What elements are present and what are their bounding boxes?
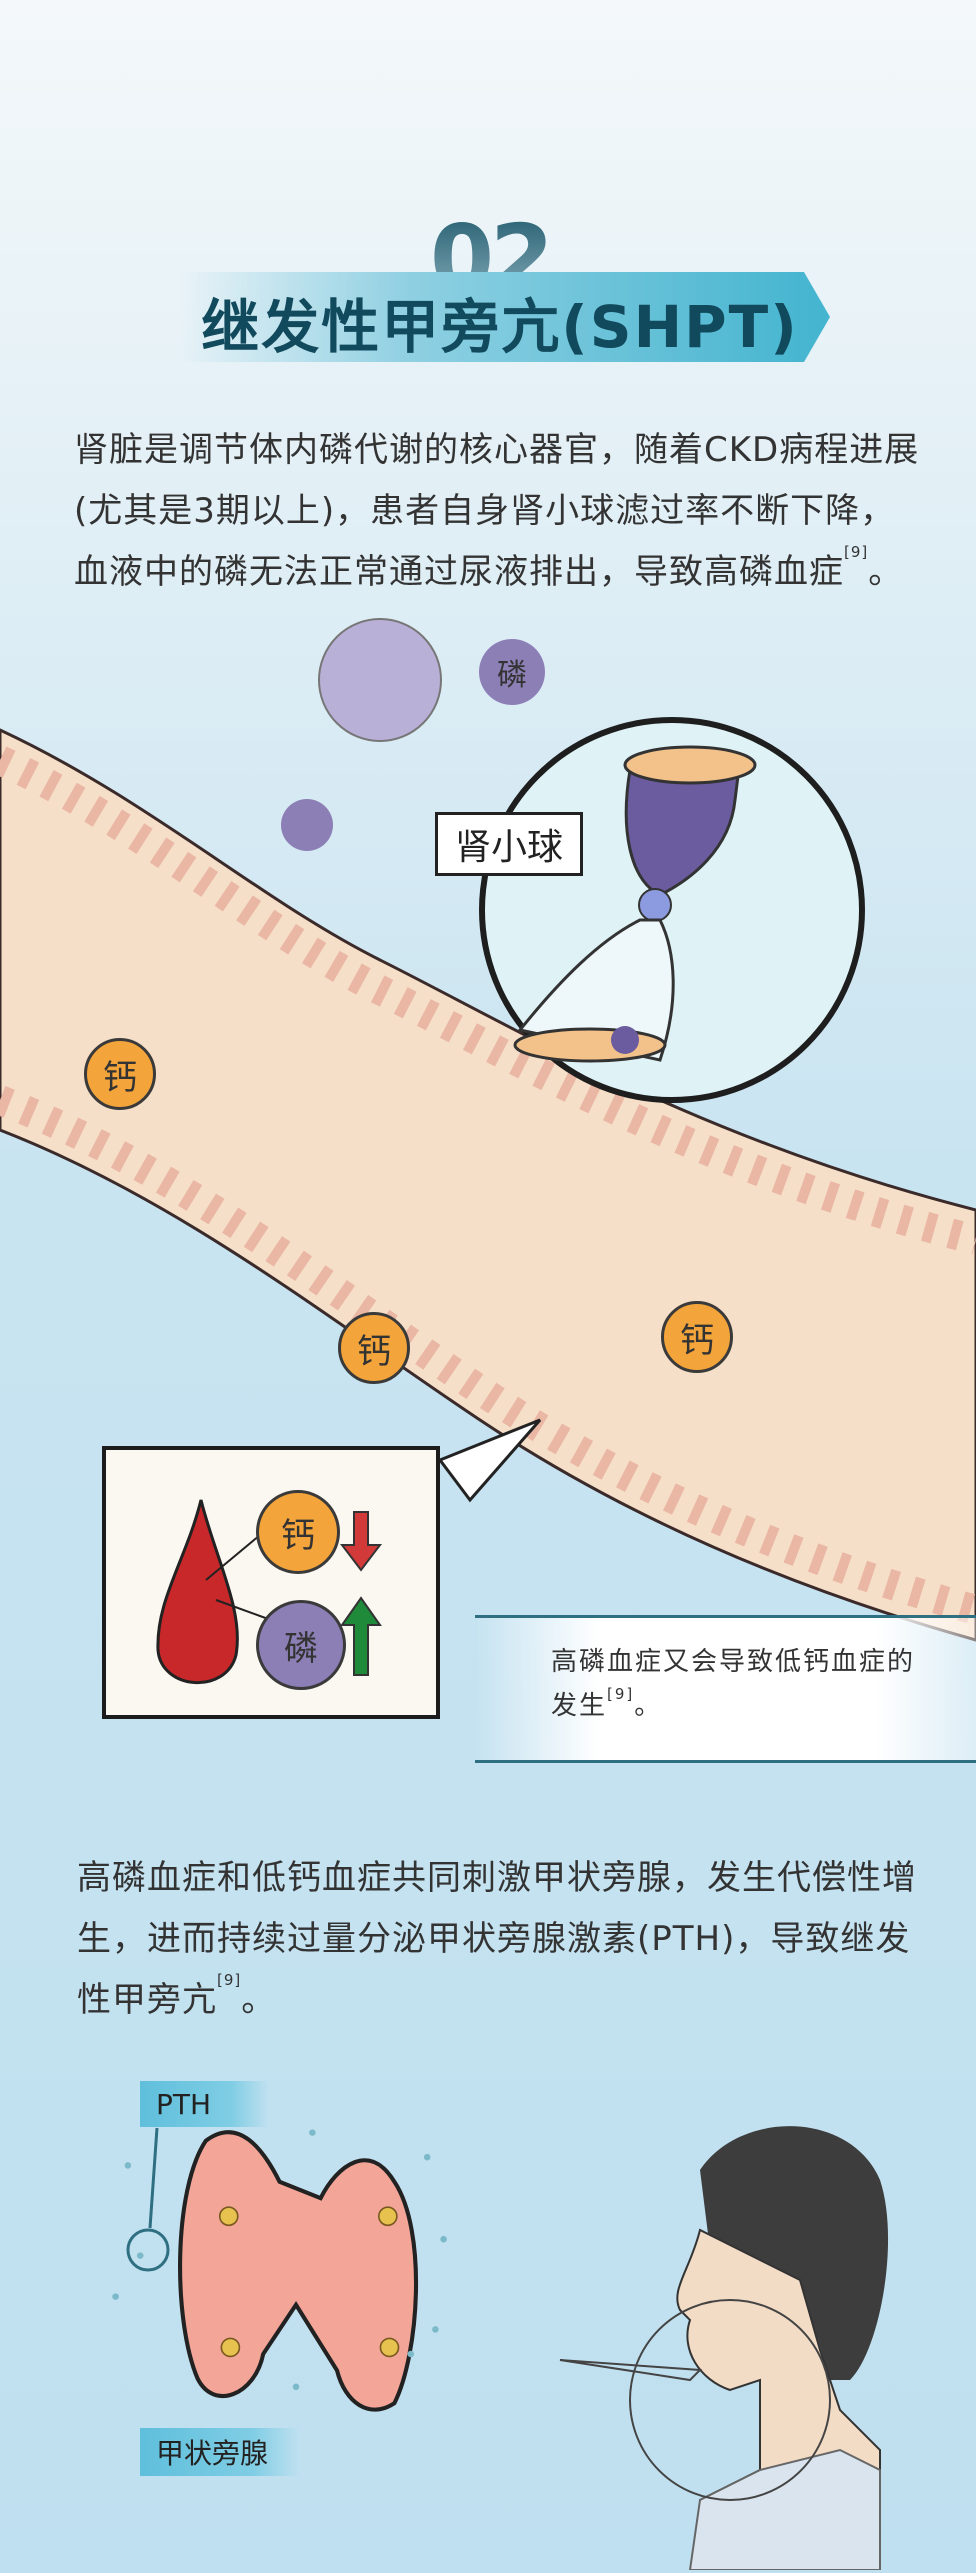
calcium-particle: 钙 <box>84 1038 156 1110</box>
thyroid-and-face-illustration <box>112 2126 889 2570</box>
pth-label: PTH <box>140 2081 270 2127</box>
intro-text: 肾脏是调节体内磷代谢的核心器官，随着CKD病程进展(尤其是3期以上)，患者自身肾… <box>74 430 920 592</box>
parathyroid-gland <box>178 2130 419 2412</box>
section-title: 继发性甲旁亢(SHPT) <box>201 293 799 361</box>
parathyroid-label: 甲状旁腺 <box>140 2428 300 2476</box>
panel-calcium: 钙 <box>256 1490 340 1574</box>
calcium-particle: 钙 <box>338 1312 410 1384</box>
callout-box <box>475 1615 976 1763</box>
body-end: 。 <box>241 1980 277 2020</box>
calcium-particle: 钙 <box>661 1301 733 1373</box>
glomerulus-label: 肾小球 <box>435 812 583 876</box>
down-arrow-icon <box>339 1511 383 1572</box>
blood-panel: 钙 磷 <box>102 1446 440 1719</box>
up-arrow-icon <box>340 1596 382 1676</box>
phosphorus-particle-large <box>318 618 442 742</box>
callout-end: 。 <box>634 1691 663 1721</box>
phosphorus-particle-small <box>281 799 333 851</box>
callout-body: 高磷血症又会导致低钙血症的发生 <box>551 1647 916 1721</box>
title-banner <box>180 272 830 362</box>
intro-paragraph: 肾脏是调节体内磷代谢的核心器官，随着CKD病程进展(尤其是3期以上)，患者自身肾… <box>74 420 924 603</box>
reference-mark: [9] <box>217 1971 242 1989</box>
body-text: 高磷血症和低钙血症共同刺激甲状旁腺，发生代偿性增生，进而持续过量分泌甲状旁腺激素… <box>77 1858 917 2020</box>
callout-text: 高磷血症又会导致低钙血症的发生[9]。 <box>551 1640 941 1728</box>
intro-end: 。 <box>868 552 904 592</box>
pth-particle-icon <box>126 2228 170 2272</box>
reference-mark: [9] <box>844 543 869 561</box>
phosphorus-particle: 磷 <box>479 639 545 705</box>
panel-phosphorus: 磷 <box>256 1600 346 1690</box>
reference-mark: [9] <box>607 1685 635 1703</box>
body-paragraph: 高磷血症和低钙血症共同刺激甲状旁腺，发生代偿性增生，进而持续过量分泌甲状旁腺激素… <box>77 1848 917 2031</box>
blood-drop-icon <box>156 1499 383 1685</box>
